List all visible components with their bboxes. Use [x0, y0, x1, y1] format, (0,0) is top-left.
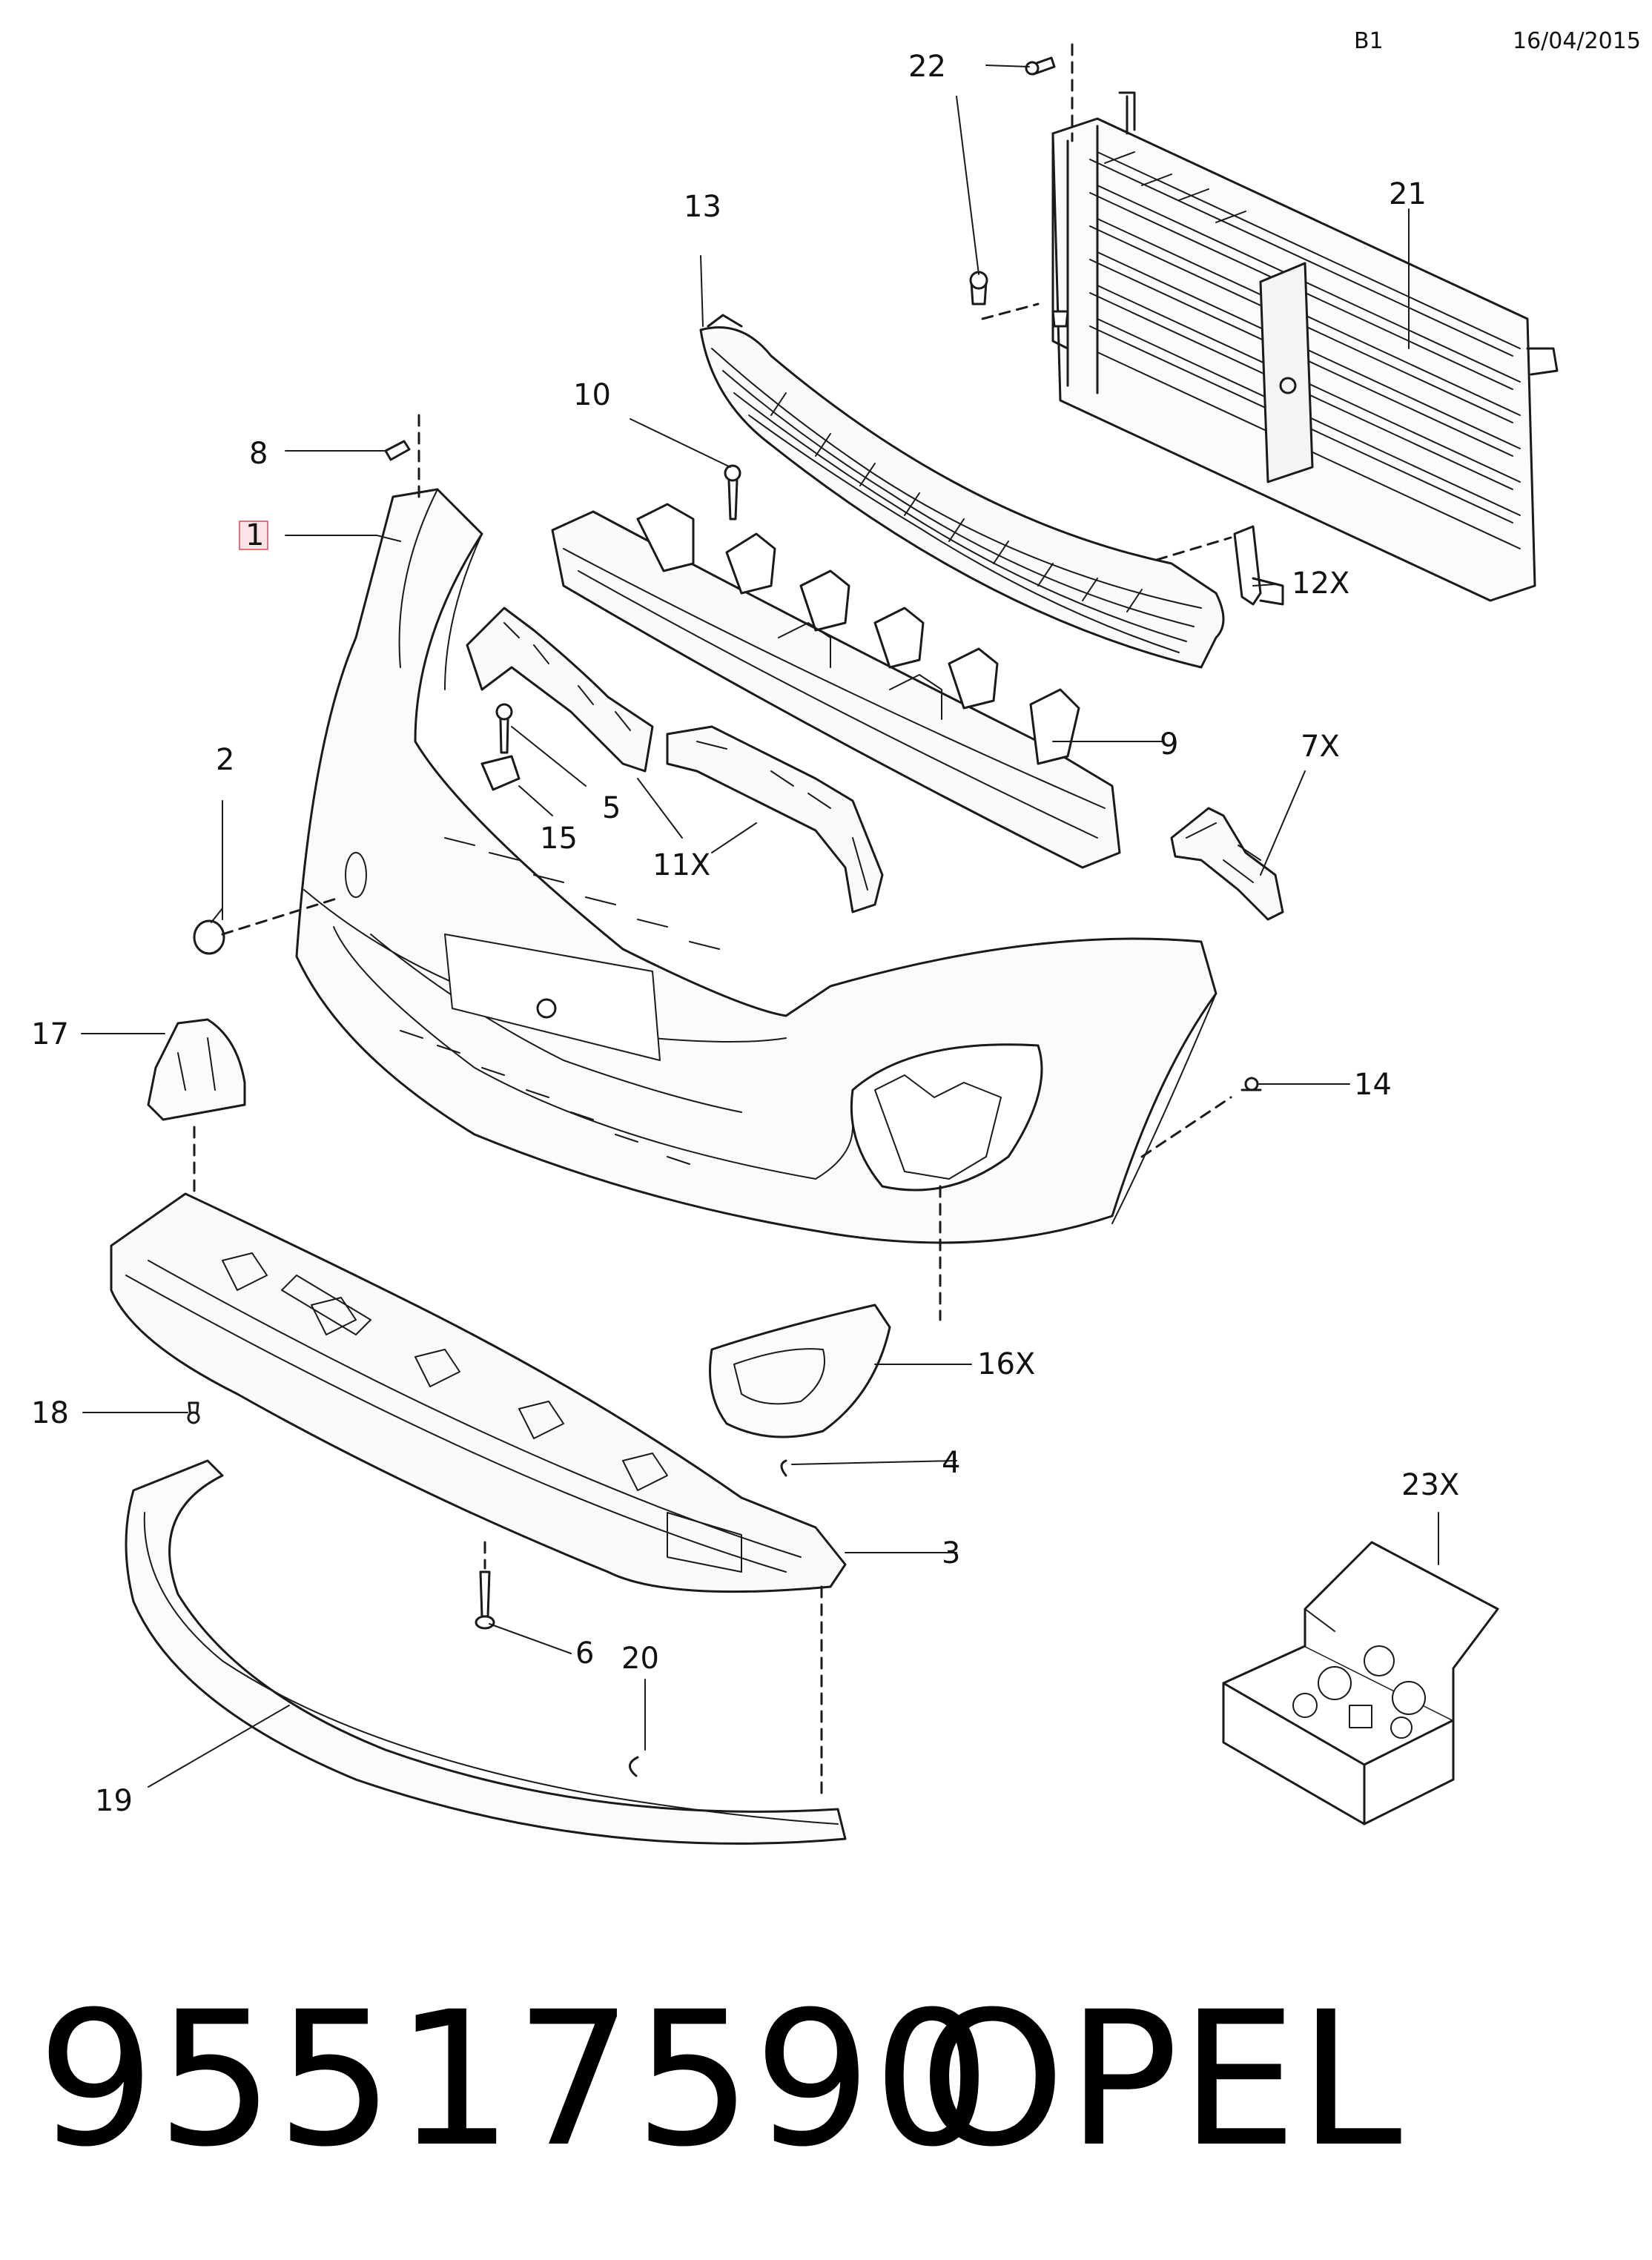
callout-21: 21 [1389, 177, 1427, 211]
sheet-date: 16/04/2015 [1513, 28, 1641, 54]
callout-3: 3 [942, 1536, 960, 1570]
callout-8: 8 [249, 437, 268, 471]
clip-part-20 [629, 1756, 639, 1777]
fastener-kit-box-part-23x [1222, 1541, 1499, 1825]
fog-lamp-bezel-part-16x [709, 1304, 891, 1438]
clip-part-15 [480, 755, 521, 791]
callout-12x: 12X [1292, 566, 1349, 601]
screw-part-8 [384, 440, 411, 461]
callout-13: 13 [684, 190, 721, 224]
screw-part-10 [724, 464, 741, 521]
screw-part-5 [495, 703, 513, 754]
callout-2: 2 [216, 743, 234, 777]
highlight-box-1 [239, 521, 268, 550]
callout-5: 5 [602, 791, 621, 825]
bracket-part-11x-left [466, 607, 654, 773]
callout-labels: 1 2 3 4 5 6 7X 8 9 10 11X 12X 13 14 15 1… [31, 50, 1459, 1818]
radiator-shutter-part-21 [1051, 91, 1559, 602]
callout-16x: 16X [977, 1347, 1035, 1381]
energy-absorber-part-9 [551, 503, 1121, 869]
callout-6: 6 [575, 1636, 594, 1671]
leader-lines [81, 65, 1439, 1788]
callout-20: 20 [621, 1642, 659, 1676]
under-tray-part-3 [110, 1192, 847, 1593]
bumper-fascia-part-1 [295, 488, 1217, 1244]
brand-name: OPEL [919, 1972, 1404, 2187]
clip-part-4 [780, 1459, 787, 1477]
callout-23x: 23X [1401, 1468, 1459, 1502]
callout-19: 19 [95, 1784, 133, 1818]
part-number: 95517590 [37, 1972, 993, 2187]
upper-grille-part-13 [699, 314, 1225, 669]
bracket-part-11x-right [666, 725, 884, 913]
bracket-part-12x [1233, 525, 1284, 606]
callout-7x: 7X [1301, 730, 1340, 764]
screw-part-6 [475, 1570, 495, 1630]
lower-spoiler-part-19 [125, 1459, 847, 1845]
callout-9: 9 [1160, 727, 1178, 761]
screw-part-18 [187, 1401, 200, 1424]
callout-18: 18 [31, 1396, 69, 1430]
callout-1: 1 [245, 518, 264, 552]
exploded-view-diagram: 1 2 3 4 5 6 7X 8 9 10 11X 12X 13 14 15 1… [31, 43, 1559, 1845]
callout-17: 17 [31, 1017, 69, 1051]
callout-15: 15 [540, 822, 578, 856]
callout-10: 10 [573, 378, 611, 412]
tow-hook-cap-part-2 [193, 908, 225, 955]
callout-11x: 11X [652, 848, 710, 882]
air-deflector-part-17 [147, 1018, 246, 1121]
callout-4: 4 [942, 1446, 960, 1480]
sheet-code: B1 [1354, 28, 1384, 54]
screw-part-22-upper [1025, 56, 1056, 76]
callout-22: 22 [908, 50, 946, 84]
callout-14: 14 [1354, 1068, 1392, 1102]
bracket-part-7x [1170, 807, 1284, 921]
